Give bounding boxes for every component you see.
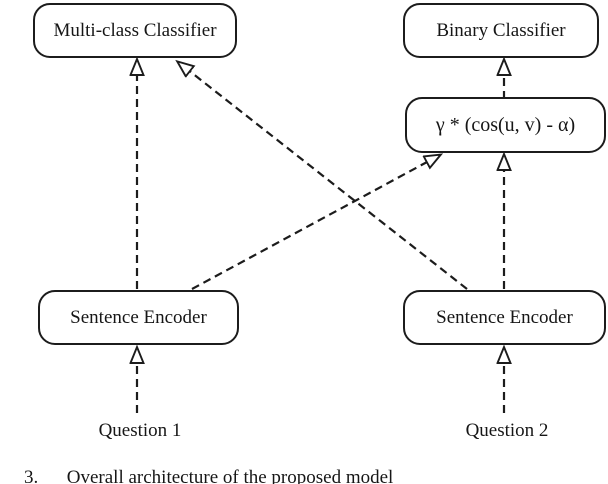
node-cosine-scoring: γ * (cos(u, v) - α) [405,97,606,153]
node-binary-classifier: Binary Classifier [403,3,599,58]
edge-encoder2-to-multiclass [178,62,468,290]
input-label-question-1: Question 1 [98,420,182,441]
figure-caption: 3. Overall architecture of the proposed … [24,467,394,484]
node-multi-class-classifier: Multi-class Classifier [33,3,237,58]
node-cosine-scoring-label: γ * (cos(u, v) - α) [435,113,576,136]
node-sentence-encoder-1-label: Sentence Encoder [70,306,207,328]
input-label-question-2: Question 2 [465,420,549,441]
node-sentence-encoder-1: Sentence Encoder [38,290,239,345]
edge-encoder1-to-scoring [191,155,440,290]
node-multi-class-classifier-label: Multi-class Classifier [53,19,217,41]
node-binary-classifier-label: Binary Classifier [436,19,566,41]
node-sentence-encoder-2-label: Sentence Encoder [436,306,573,328]
node-sentence-encoder-2: Sentence Encoder [403,290,606,345]
